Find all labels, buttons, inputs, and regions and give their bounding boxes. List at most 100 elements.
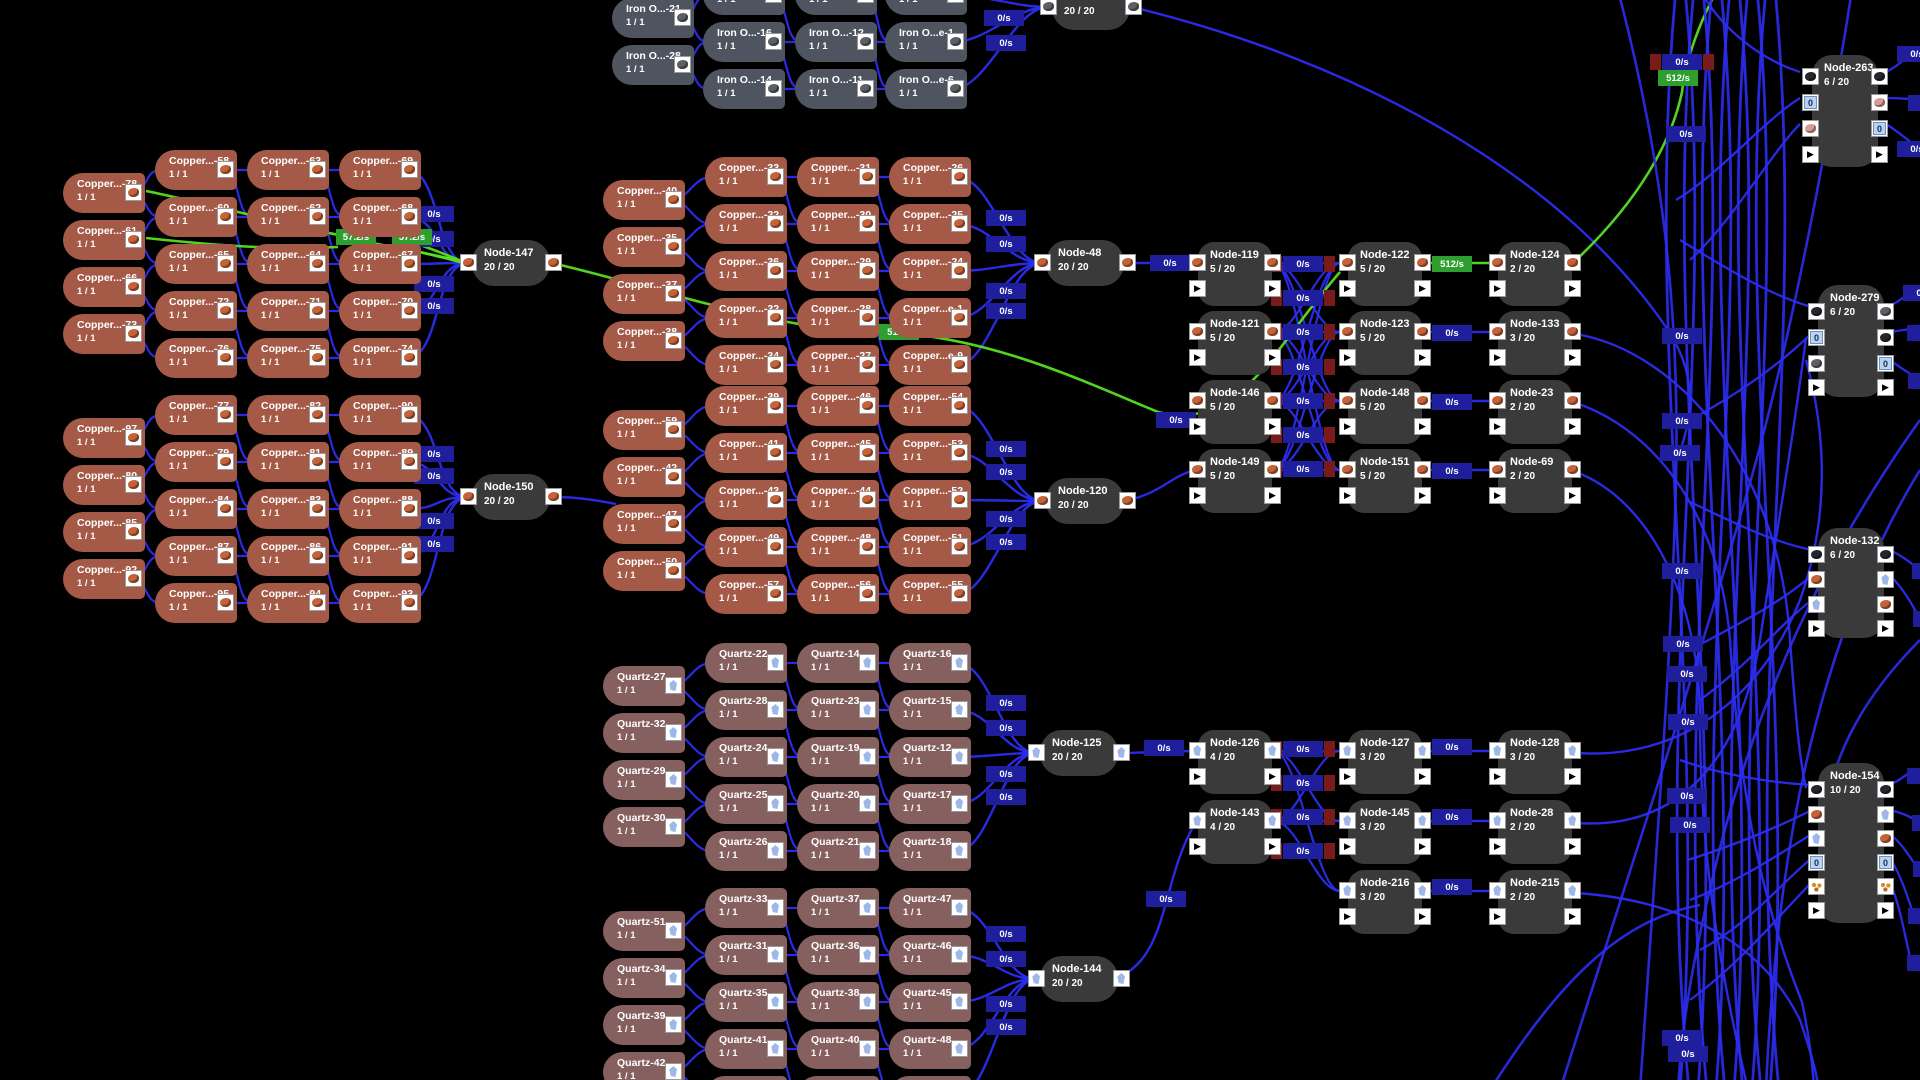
play-button[interactable]: ▶ xyxy=(1489,349,1506,366)
play-button[interactable]: ▶ xyxy=(1877,379,1894,396)
play-button[interactable]: ▶ xyxy=(1189,838,1206,855)
play-button[interactable]: ▶ xyxy=(1414,349,1431,366)
ore-node-pill[interactable]: 1 / 1 xyxy=(703,0,785,15)
play-button[interactable]: ▶ xyxy=(1264,280,1281,297)
play-button[interactable]: ▶ xyxy=(1414,280,1431,297)
play-button[interactable]: ▶ xyxy=(1264,838,1281,855)
ore-node-pill[interactable]: 1 / 1 xyxy=(885,0,967,15)
play-button[interactable]: ▶ xyxy=(1264,768,1281,785)
play-button[interactable]: ▶ xyxy=(1564,768,1581,785)
play-button[interactable]: ▶ xyxy=(1414,908,1431,925)
play-button[interactable]: ▶ xyxy=(1339,349,1356,366)
play-button[interactable]: ▶ xyxy=(1877,902,1894,919)
play-button[interactable]: ▶ xyxy=(1489,280,1506,297)
play-button[interactable]: ▶ xyxy=(1339,838,1356,855)
play-button[interactable]: ▶ xyxy=(1808,902,1825,919)
play-button[interactable]: ▶ xyxy=(1414,487,1431,504)
play-button[interactable]: ▶ xyxy=(1877,620,1894,637)
play-button[interactable]: ▶ xyxy=(1489,908,1506,925)
play-button[interactable]: ▶ xyxy=(1564,838,1581,855)
play-button[interactable]: ▶ xyxy=(1339,768,1356,785)
ore-node-pill[interactable]: Quartz-441 / 1 xyxy=(705,1076,787,1080)
play-button[interactable]: ▶ xyxy=(1808,379,1825,396)
